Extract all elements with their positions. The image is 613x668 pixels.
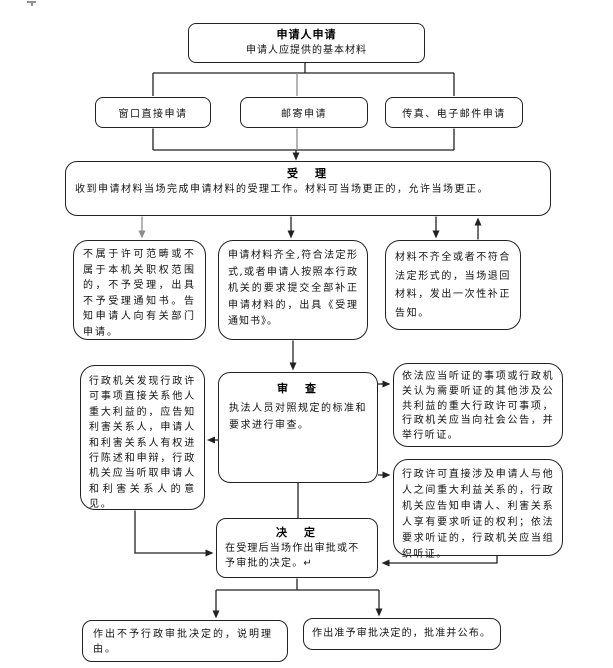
node-approve-result: 作出准予审批决定的，批准并公布。 (303, 618, 501, 650)
node-apply-fax: 传真、电子邮件申请 (385, 97, 523, 128)
node-accepted-notice-body: 申请材料齐全,符合法定形式,或者申请人按照本行政机关的要求提交全部补正申请材料的… (228, 250, 358, 327)
node-accept-title: 受 理 (287, 167, 329, 180)
node-materials-returned: 材料不齐全或者不符合法定形式的，当场退回材料，发出一次性补正告知。 (385, 240, 521, 330)
node-decide: 决 定 在受理后当场作出审批或不予审批的决定。↵ (216, 518, 378, 578)
node-materials-returned-body: 材料不齐全或者不符合法定形式的，当场退回材料，发出一次性补正告知。 (395, 252, 511, 319)
node-accept: 受 理 收到申请材料当场完成申请材料的受理工作。材料可当场更正的，允许当场更正。 (65, 161, 551, 216)
node-apply-fax-label: 传真、电子邮件申请 (402, 109, 506, 120)
node-review-title: 审 查 (277, 382, 319, 395)
node-hearing-public-note: 依法应当听证的事项或行政机关认为需要听证的其他涉及公共利益的重大行政许可事项，行… (393, 363, 563, 447)
node-stakeholder-note-body: 行政机关发现行政许可事项直接关系他人重大利益的，应告知利害关系人，申请人和利害关… (89, 376, 196, 511)
node-not-accepted-body: 不属于许可范畴或不属于本机关职权范围的，不予受理，出具不予受理通知书。告知申请人… (83, 249, 196, 338)
node-review-body: 执法人员对照规定的标准和要求进行审查。 (229, 403, 367, 431)
stray-pencil-mark (31, 1, 33, 6)
node-apply-mail: 邮寄申请 (240, 97, 368, 128)
node-applicant-apply-title: 申请人申请 (276, 28, 337, 41)
node-applicant-apply-subtitle: 申请人应提供的基本材料 (246, 45, 367, 56)
node-hearing-rights-note: 行政许可直接涉及申请人与他人之间重大利益关系的，行政机关应告知申请人、利害关系人… (393, 459, 563, 560)
node-accept-body: 收到申请材料当场完成申请材料的受理工作。材料可当场更正的，允许当场更正。 (75, 184, 489, 195)
node-review: 审 查 执法人员对照规定的标准和要求进行审查。 (218, 372, 378, 483)
node-decide-title: 决 定 (276, 526, 318, 539)
node-accepted-notice: 申请材料齐全,符合法定形式,或者申请人按照本行政机关的要求提交全部补正申请材料的… (218, 240, 368, 340)
node-decide-body: 在受理后当场作出审批或不予审批的决定。↵ (225, 543, 360, 569)
node-apply-window: 窗口直接申请 (95, 97, 211, 128)
node-hearing-rights-note-body: 行政许可直接涉及申请人与他人之间重大利益关系的，行政机关应告知申请人、利害关系人… (402, 469, 554, 560)
node-reject-result: 作出不予行政审批决定的，说明理由。 (82, 620, 288, 662)
node-apply-window-label: 窗口直接申请 (118, 109, 188, 120)
node-not-accepted: 不属于许可范畴或不属于本机关职权范围的，不予受理，出具不予受理通知书。告知申请人… (73, 240, 206, 340)
node-reject-result-body: 作出不予行政审批决定的，说明理由。 (93, 629, 273, 655)
node-applicant-apply: 申请人申请 申请人应提供的基本材料 (188, 23, 425, 63)
node-hearing-public-note-body: 依法应当听证的事项或行政机关认为需要听证的其他涉及公共利益的重大行政许可事项，行… (402, 371, 554, 442)
node-stakeholder-note: 行政机关发现行政许可事项直接关系他人重大利益的，应告知利害关系人，申请人和利害关… (80, 365, 205, 510)
node-apply-mail-label: 邮寄申请 (281, 109, 327, 120)
node-approve-result-body: 作出准予审批决定的，批准并公布。 (312, 628, 492, 639)
